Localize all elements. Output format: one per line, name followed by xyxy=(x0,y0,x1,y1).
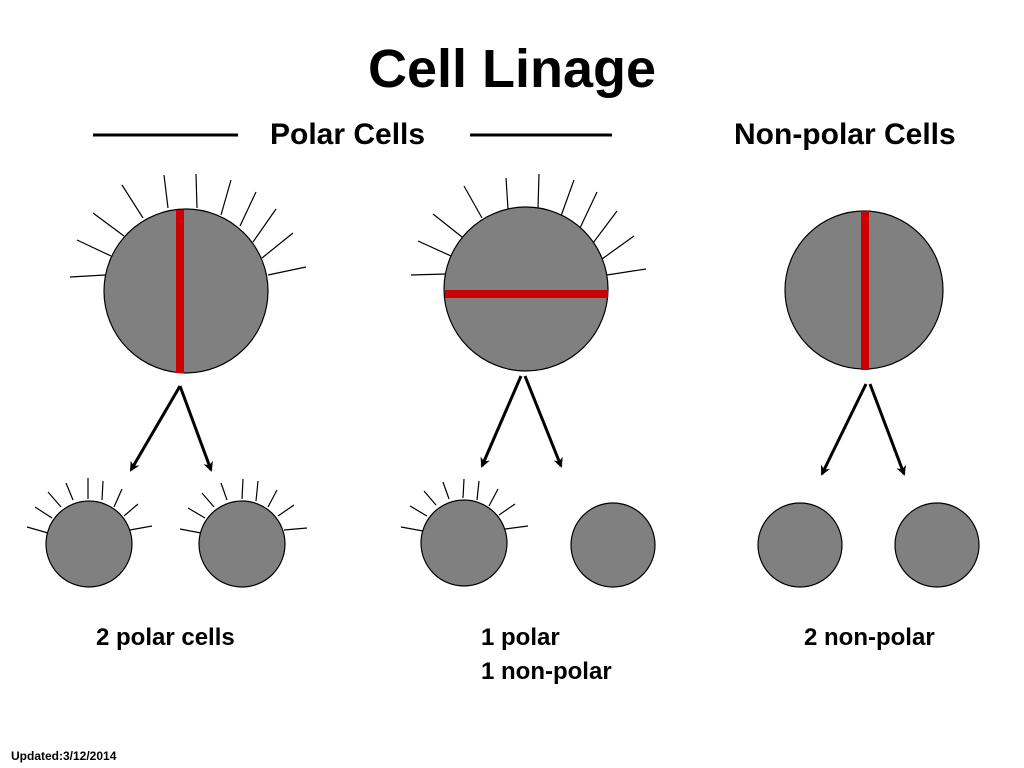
cilia xyxy=(69,173,307,278)
polar-cells-heading: Polar Cells xyxy=(270,118,426,151)
polar-daughter-cell xyxy=(26,478,153,588)
caption-polar-nonpolar: 1 polar 1 non-polar xyxy=(481,621,612,689)
nonpolar-cells-heading: Non-polar Cells xyxy=(734,118,956,151)
caption-text: 2 non-polar xyxy=(804,624,935,651)
caption-two-polar: 2 polar cells xyxy=(96,621,235,655)
caption-two-nonpolar: 2 non-polar xyxy=(804,621,935,655)
updated-date: Updated:3/12/2014 xyxy=(11,749,117,763)
cilia xyxy=(410,173,647,276)
nonpolar-daughter-cell xyxy=(570,502,656,588)
page-title: Cell Linage xyxy=(367,39,657,99)
polar-parent-cell-symmetric xyxy=(69,173,307,374)
caption-line-2: 1 non-polar xyxy=(481,658,612,685)
caption-line-1: 1 polar xyxy=(481,624,560,651)
nonpolar-daughter-cell xyxy=(757,502,843,588)
polar-daughter-cell xyxy=(400,478,529,587)
arrow-left-3 xyxy=(820,383,868,476)
polar-daughter-cell xyxy=(179,478,308,588)
nonpolar-parent-cell xyxy=(784,210,944,370)
nonpolar-daughter-cell xyxy=(894,502,980,588)
caption-text: 2 polar cells xyxy=(96,624,235,651)
arrow-right-1 xyxy=(178,385,213,472)
polar-parent-cell-asymmetric xyxy=(410,173,647,372)
arrow-left-1 xyxy=(129,385,182,472)
arrow-right-3 xyxy=(868,383,906,476)
arrow-left-2 xyxy=(480,375,523,468)
arrow-right-2 xyxy=(523,375,563,468)
